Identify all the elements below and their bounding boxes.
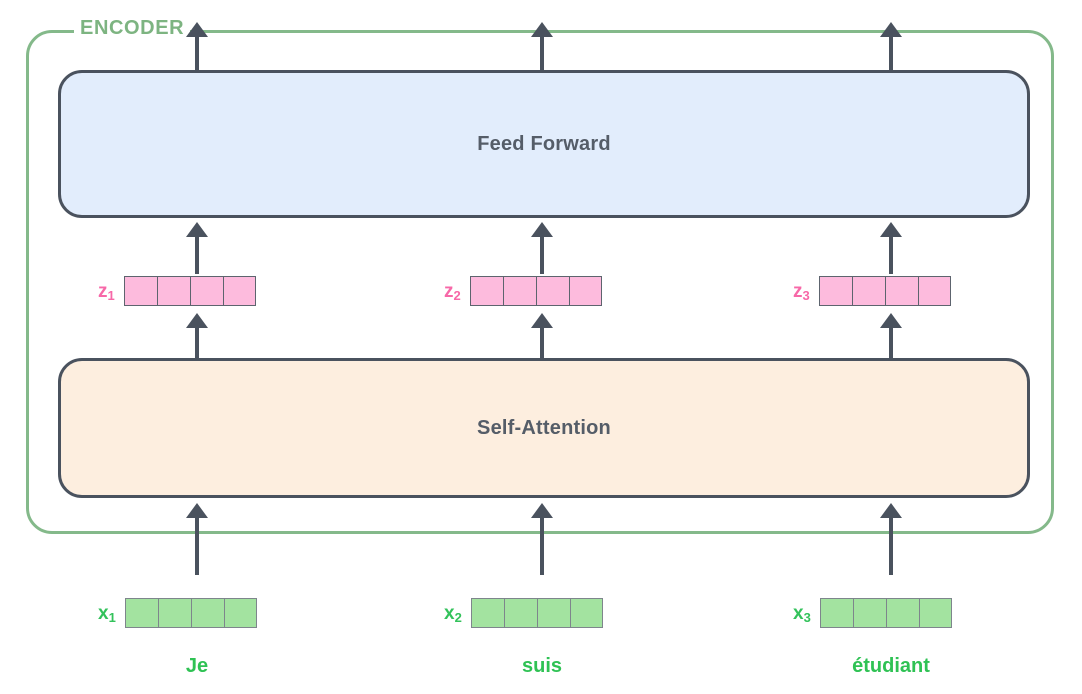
- x-vector-3-cells: [819, 598, 952, 628]
- arrowhead-icon: [880, 222, 902, 237]
- arrowhead-icon: [531, 222, 553, 237]
- vector-cell: [469, 276, 503, 306]
- vector-cell: [917, 276, 951, 306]
- vector-cell: [157, 598, 191, 628]
- vector-cell: [918, 598, 952, 628]
- arrow-shaft: [195, 235, 199, 274]
- vector-cell: [503, 598, 537, 628]
- x-vector-3-label: x3: [793, 602, 811, 625]
- arrow-shaft: [195, 35, 199, 72]
- arrow-shaft: [889, 516, 893, 575]
- z-vector-1: z1: [98, 276, 256, 306]
- x-vector-1-cells: [124, 598, 257, 628]
- vector-cell: [851, 276, 885, 306]
- arrow-shaft: [540, 326, 544, 360]
- arrowhead-icon: [880, 313, 902, 328]
- encoder-label: ENCODER: [74, 18, 191, 38]
- vector-cell: [470, 598, 504, 628]
- z-vector-2: z2: [444, 276, 602, 306]
- vector-cell: [569, 598, 603, 628]
- vector-cell: [536, 598, 570, 628]
- arrow-shaft: [540, 235, 544, 274]
- arrowhead-icon: [186, 503, 208, 518]
- word-label-1: Je: [185, 655, 209, 677]
- feed-forward-block[interactable]: Feed Forward: [58, 70, 1030, 218]
- vector-cell: [223, 598, 257, 628]
- arrow-shaft: [889, 35, 893, 72]
- x-vector-3: x3: [793, 598, 952, 628]
- x-vector-2-label: x2: [444, 602, 462, 625]
- output-arrow-3: [880, 22, 902, 72]
- vector-cell: [190, 598, 224, 628]
- x-vector-1: x1: [98, 598, 257, 628]
- x-to-selfattention-arrow-2: [531, 503, 553, 575]
- arrow-shaft: [540, 35, 544, 72]
- z-to-feedforward-arrow-3: [880, 222, 902, 274]
- z-vector-3: z3: [793, 276, 951, 306]
- arrowhead-icon: [531, 313, 553, 328]
- z-vector-2-cells: [469, 276, 602, 306]
- arrow-shaft: [195, 516, 199, 575]
- vector-cell: [535, 276, 569, 306]
- z-vector-3-cells: [818, 276, 951, 306]
- arrowhead-icon: [880, 22, 902, 37]
- selfattention-to-z-arrow-2: [531, 313, 553, 360]
- arrow-shaft: [889, 235, 893, 274]
- x-vector-2: x2: [444, 598, 603, 628]
- self-attention-block[interactable]: Self-Attention: [58, 358, 1030, 498]
- vector-cell: [222, 276, 256, 306]
- arrowhead-icon: [531, 22, 553, 37]
- vector-cell: [885, 598, 919, 628]
- z-to-feedforward-arrow-1: [186, 222, 208, 274]
- arrowhead-icon: [186, 313, 208, 328]
- arrowhead-icon: [186, 222, 208, 237]
- vector-cell: [819, 598, 853, 628]
- x-vector-1-label: x1: [98, 602, 116, 625]
- selfattention-to-z-arrow-1: [186, 313, 208, 360]
- output-arrow-2: [531, 22, 553, 72]
- z-vector-1-label: z1: [98, 280, 115, 303]
- vector-cell: [123, 276, 157, 306]
- vector-cell: [884, 276, 918, 306]
- arrowhead-icon: [531, 503, 553, 518]
- word-label-3: étudiant: [852, 655, 930, 677]
- arrowhead-icon: [186, 22, 208, 37]
- output-arrow-1: [186, 22, 208, 72]
- z-vector-3-label: z3: [793, 280, 810, 303]
- vector-cell: [189, 276, 223, 306]
- word-label-2: suis: [521, 655, 563, 677]
- x-to-selfattention-arrow-1: [186, 503, 208, 575]
- vector-cell: [568, 276, 602, 306]
- arrow-shaft: [195, 326, 199, 360]
- vector-cell: [156, 276, 190, 306]
- feed-forward-label: Feed Forward: [477, 132, 611, 155]
- z-vector-2-label: z2: [444, 280, 461, 303]
- selfattention-to-z-arrow-3: [880, 313, 902, 360]
- vector-cell: [852, 598, 886, 628]
- self-attention-label: Self-Attention: [477, 416, 611, 439]
- arrow-shaft: [889, 326, 893, 360]
- vector-cell: [124, 598, 158, 628]
- x-to-selfattention-arrow-3: [880, 503, 902, 575]
- vector-cell: [502, 276, 536, 306]
- z-vector-1-cells: [123, 276, 256, 306]
- x-vector-2-cells: [470, 598, 603, 628]
- vector-cell: [818, 276, 852, 306]
- z-to-feedforward-arrow-2: [531, 222, 553, 274]
- arrowhead-icon: [880, 503, 902, 518]
- arrow-shaft: [540, 516, 544, 575]
